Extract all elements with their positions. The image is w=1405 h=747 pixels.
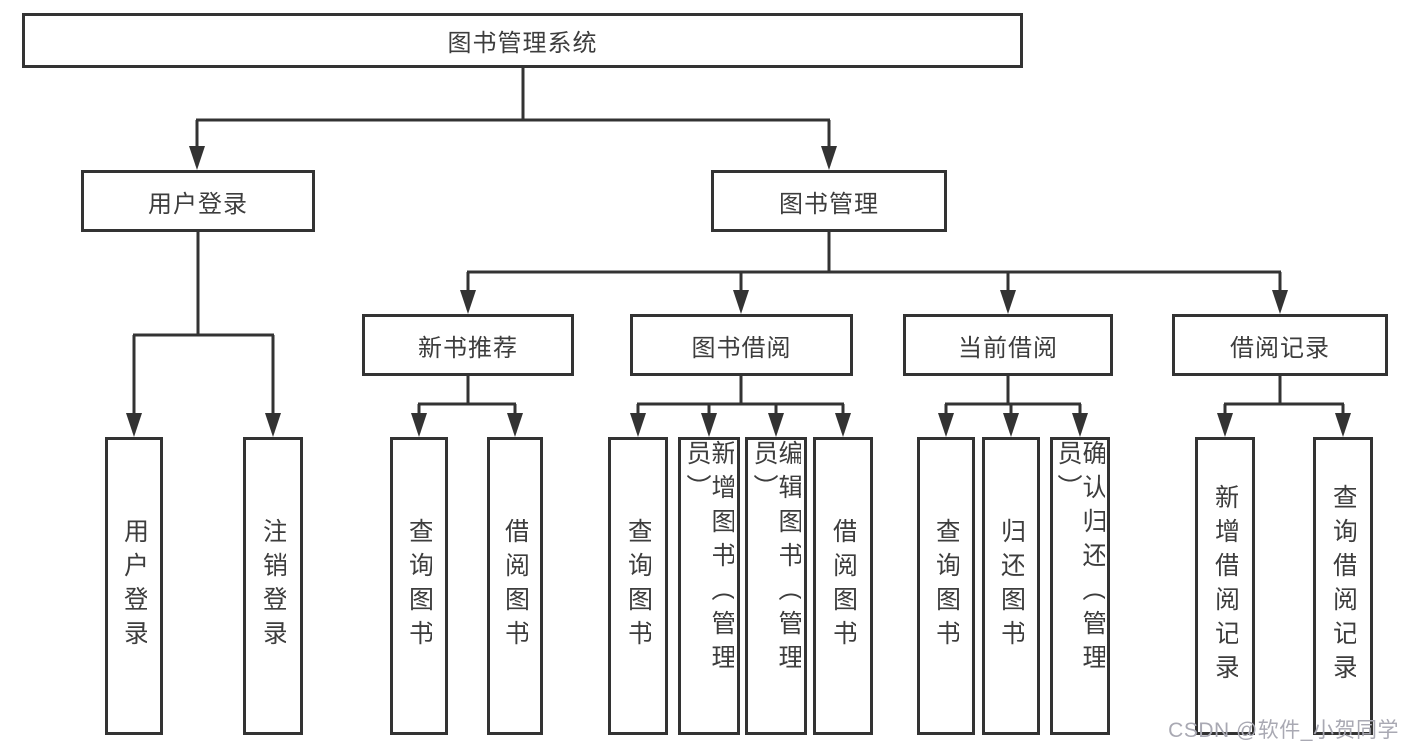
leaf-current-query-books: 查询图书: [917, 437, 975, 735]
leaf-current-query-books-label: 查询图书: [933, 518, 959, 654]
leaf-newbook-query-books-label: 查询图书: [406, 518, 432, 654]
leaf-borrowing-borrow-books-label: 借阅图书: [830, 518, 856, 654]
node-root-label: 图书管理系统: [447, 30, 598, 57]
node-book-management: 图书管理: [711, 170, 947, 232]
node-current-borrowing-label: 当前借阅: [958, 334, 1058, 362]
leaf-newbook-borrow-books-label: 借阅图书: [502, 518, 528, 654]
node-new-book-recommend: 新书推荐: [362, 314, 574, 376]
node-new-book-recommend-label: 新书推荐: [418, 334, 518, 362]
leaf-logout-label: 注销登录: [260, 518, 286, 654]
node-current-borrowing: 当前借阅: [903, 314, 1113, 376]
leaf-current-return-books-label: 归还图书: [998, 518, 1024, 654]
node-book-borrowing-label: 图书借阅: [691, 334, 792, 362]
node-user-login: 用户登录: [81, 170, 315, 232]
leaf-borrowing-add-book-admin-label: 新增图书（管理员）: [684, 440, 734, 678]
leaf-borrowing-query-books-label: 查询图书: [625, 518, 651, 654]
leaf-borrowing-add-book-admin: 新增图书（管理员）: [678, 437, 740, 735]
leaf-current-confirm-return-admin-label: 确认归还（管理员）: [1055, 440, 1105, 678]
csdn-watermark: CSDN @软件_小贺同学: [1168, 719, 1399, 742]
arrowheads: [126, 146, 1351, 437]
leaf-newbook-borrow-books: 借阅图书: [487, 437, 543, 735]
node-borrowing-records-label: 借阅记录: [1230, 334, 1330, 362]
node-book-management-label: 图书管理: [779, 190, 879, 218]
leaf-current-return-books: 归还图书: [982, 437, 1040, 735]
leaf-current-confirm-return-admin: 确认归还（管理员）: [1050, 437, 1110, 735]
node-book-borrowing: 图书借阅: [630, 314, 853, 376]
node-user-login-label: 用户登录: [148, 190, 248, 218]
node-borrowing-records: 借阅记录: [1172, 314, 1388, 376]
leaf-borrowing-edit-book-admin: 编辑图书（管理员）: [745, 437, 807, 735]
node-root-system: 图书管理系统: [22, 13, 1023, 68]
leaf-records-add-record: 新增借阅记录: [1195, 437, 1255, 735]
leaf-user-login-label: 用户登录: [121, 518, 147, 654]
leaf-newbook-query-books: 查询图书: [390, 437, 448, 735]
leaf-borrowing-borrow-books: 借阅图书: [813, 437, 873, 735]
leaf-user-login: 用户登录: [105, 437, 163, 735]
leaf-records-query-record-label: 查询借阅记录: [1330, 484, 1356, 688]
leaf-records-add-record-label: 新增借阅记录: [1212, 484, 1238, 688]
leaf-borrowing-edit-book-admin-label: 编辑图书（管理员）: [751, 440, 801, 678]
leaf-borrowing-query-books: 查询图书: [608, 437, 668, 735]
leaf-records-query-record: 查询借阅记录: [1313, 437, 1373, 735]
leaf-logout: 注销登录: [243, 437, 303, 735]
